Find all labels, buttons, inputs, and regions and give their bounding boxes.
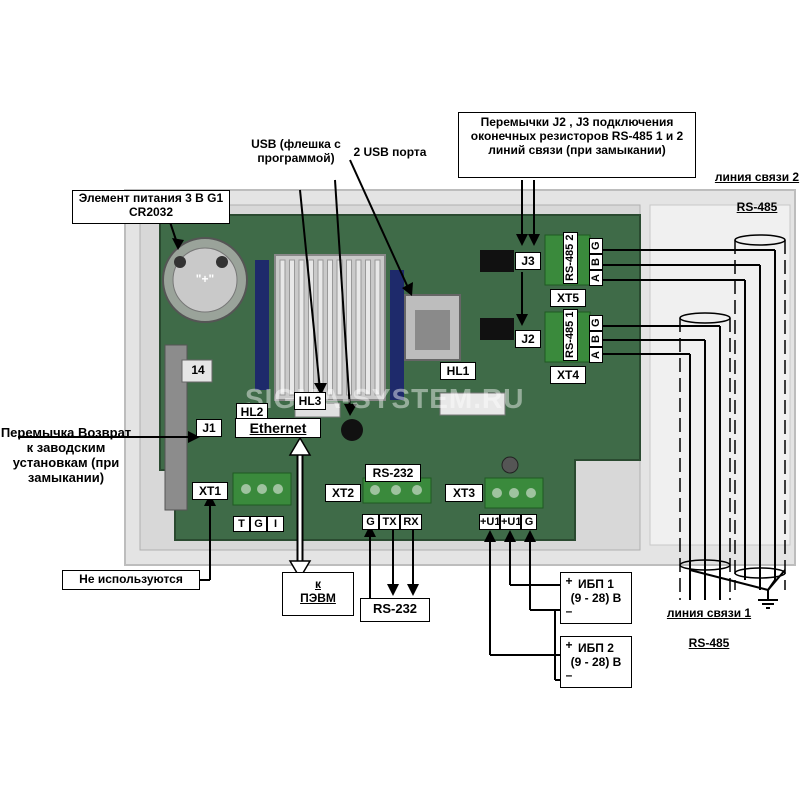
tag-rs485-2: RS-485 2 [563, 232, 578, 284]
watermark: SIGMA-SYSTEM.RU [245, 383, 525, 414]
xt3-screws [492, 488, 536, 498]
heatsink-fin [374, 259, 381, 396]
tag-xt2: XT2 [325, 484, 361, 502]
battery-polarity: "+" [195, 272, 215, 286]
ups2-minus: – [565, 668, 573, 682]
xt3-pin-label: +U1 [500, 514, 522, 530]
ups2-plus: + [565, 638, 573, 652]
chip-lower [480, 318, 514, 340]
tag-xt3: XT3 [445, 484, 483, 502]
ups1-minus: – [565, 604, 573, 618]
xt4-pin-label: G [589, 315, 603, 331]
heatsink-fin [298, 259, 305, 396]
pc-box-top: к [314, 577, 321, 591]
ups2-range: (9 - 28) В [570, 655, 622, 669]
usb-port-slot [415, 310, 450, 350]
callout-lines [18, 159, 560, 681]
xt5-pin-label: A [589, 270, 603, 286]
pin-header-left [255, 260, 269, 390]
xt1-screws [241, 484, 283, 494]
line2-ellipse-bottom [734, 567, 786, 579]
xt5-pin-label: B [589, 254, 603, 270]
reset-jumper-callout: Перемычка Возврат к заводским установкам… [0, 425, 132, 485]
tag-j3: J3 [515, 252, 541, 270]
usb-flash-callout: USB (флешка с программой) [251, 137, 341, 165]
line1-wires [603, 325, 721, 600]
line2-wires [603, 249, 776, 591]
not-used-callout: Не используются [62, 570, 200, 590]
xt2-pin-label: G [362, 514, 379, 530]
tag-xt4: XT4 [550, 366, 586, 384]
line2-ellipse-top [734, 234, 786, 246]
line1-rs-callout: RS-485 [688, 636, 730, 650]
board-sticker [439, 392, 506, 416]
ethernet-double-arrow [288, 436, 312, 580]
xt1-pin-label: G [250, 516, 267, 532]
ups1-range: (9 - 28) В [570, 591, 622, 605]
heatsink-fin [289, 259, 295, 396]
tag-ethernet: Ethernet [235, 418, 321, 438]
tag-rs232: RS-232 [365, 464, 421, 482]
line2-callout: линия связи 2 [714, 170, 800, 184]
pc-box: к ПЭВМ [282, 572, 354, 616]
xt1-pin-label: I [267, 516, 284, 532]
xt2-screws [370, 485, 422, 495]
line2-rs-callout: RS-485 [736, 200, 778, 214]
jumpers-callout: Перемычки J2 , J3 подключения оконечных … [458, 112, 696, 178]
arrowheads [172, 234, 540, 596]
xt3-pin-label: G [521, 514, 537, 530]
usb-ports-callout: 2 USB порта [353, 145, 427, 159]
chip-upper [480, 250, 514, 272]
xt3-pin-label: +U1 [479, 514, 501, 530]
heatsink-fin [365, 259, 371, 396]
plastic-strip [164, 344, 188, 511]
tag-xt1: XT1 [192, 482, 228, 500]
tag-j2: J2 [515, 330, 541, 348]
xt4-pin-label: B [589, 331, 603, 347]
ups2-title: ИБП 2 [578, 641, 614, 655]
heatsink-fin [355, 259, 362, 396]
line1-ellipse-top [679, 312, 731, 324]
line1-shield [679, 318, 731, 600]
battery-contact-right [216, 256, 228, 268]
line1-callout: линия связи 1 [666, 606, 752, 620]
tag-rs485-1: RS-485 1 [563, 309, 578, 361]
rs232-box: RS-232 [360, 598, 430, 622]
xt4-pin-label: A [589, 347, 603, 363]
ups1-plus: + [565, 574, 573, 588]
battery-callout: Элемент питания 3 В G1 CR2032 [72, 190, 230, 224]
line1-ellipse-bottom [679, 559, 731, 571]
xt1-pin-label: T [233, 516, 250, 532]
battery-contact-left [174, 256, 186, 268]
xt5-pin-label: G [589, 238, 603, 254]
heatsink-fin [279, 259, 286, 396]
tag-xt5: XT5 [550, 289, 586, 307]
tag-hl3: HL3 [294, 392, 326, 410]
tag-j1: J1 [196, 419, 222, 437]
ups1-title: ИБП 1 [578, 577, 614, 591]
tag-hl1: HL1 [440, 362, 476, 380]
ground-symbol [689, 569, 786, 609]
heatsink-fin [327, 259, 333, 396]
xt2-pin-label: RX [400, 514, 422, 530]
ups1-box: ИБП 1 (9 - 28) В [560, 572, 632, 624]
xt2-pin-label: TX [379, 514, 400, 530]
xt3-capacitor [501, 456, 519, 474]
pin-header-right [390, 270, 404, 400]
pc-box-bottom: ПЭВМ [300, 591, 336, 605]
line2-shield [734, 240, 786, 590]
heatsink-fins [279, 259, 381, 396]
ups2-box: ИБП 2 (9 - 28) В [560, 636, 632, 688]
board-number: 14 [191, 363, 205, 377]
label-14-bg [181, 359, 213, 383]
capacitor [341, 419, 363, 441]
